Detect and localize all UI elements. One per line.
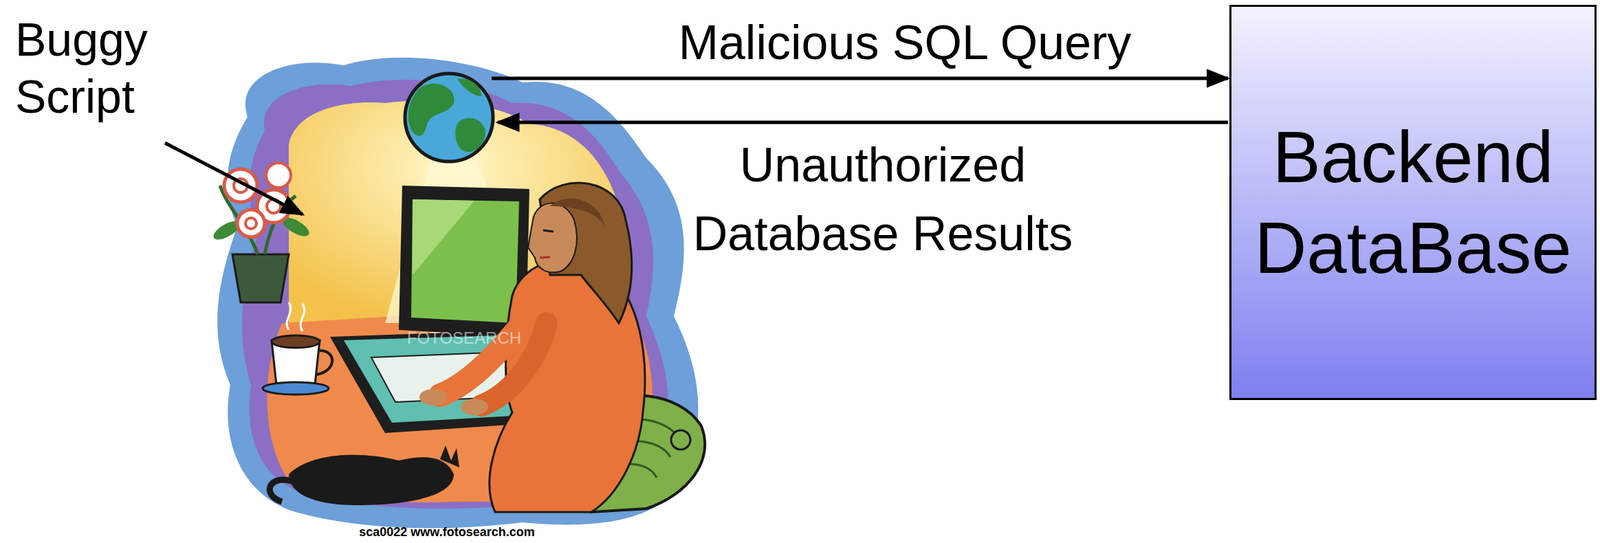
leader-arrow (165, 143, 303, 215)
cat (269, 445, 460, 506)
woman (419, 182, 645, 513)
query-arrow (491, 77, 1229, 81)
callout-label: Buggy Script (15, 11, 174, 126)
credit-text: sca0022 www.fotosearch.com (343, 525, 551, 541)
scene-background (217, 57, 698, 529)
flower-pot (210, 162, 312, 303)
database-box: Backend DataBase (1229, 4, 1597, 401)
node-text: Backend DataBase (1245, 112, 1581, 293)
globe (404, 73, 493, 162)
result-arrow (497, 121, 1229, 125)
watermark: FOTOSEARCH (405, 328, 523, 349)
arrow-label: Malicious SQL Query (629, 13, 1180, 72)
arrow-label: Unauthorized Database Results (655, 130, 1110, 269)
coffee-cup (262, 302, 333, 395)
